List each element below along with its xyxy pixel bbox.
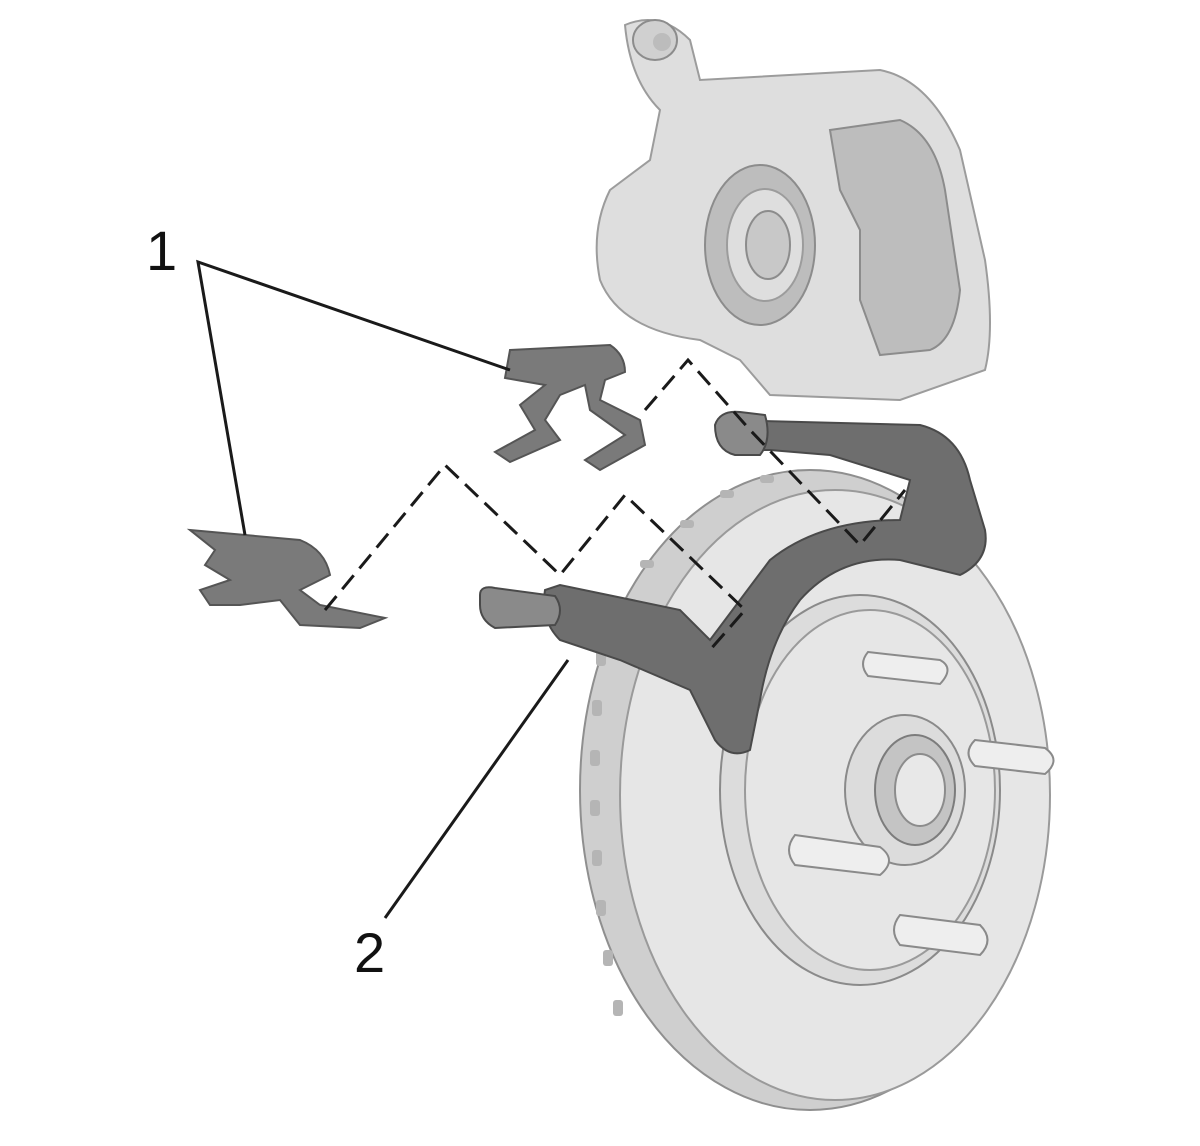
caliper-bracket — [479, 410, 987, 755]
pad-clip-lower — [186, 528, 389, 630]
alignment-lines — [323, 357, 907, 651]
callout-label-1: 1 — [146, 219, 177, 282]
rotor-vent-holes — [590, 475, 774, 1016]
wheel-hub — [844, 714, 966, 866]
brake-caliper — [595, 19, 991, 402]
callout-label-2: 2 — [354, 921, 385, 984]
wheel-studs — [788, 650, 1055, 957]
leader-line-2 — [383, 659, 570, 919]
leader-lines — [196, 259, 570, 919]
pad-clip-upper — [493, 343, 647, 472]
leader-line-1 — [196, 259, 511, 536]
